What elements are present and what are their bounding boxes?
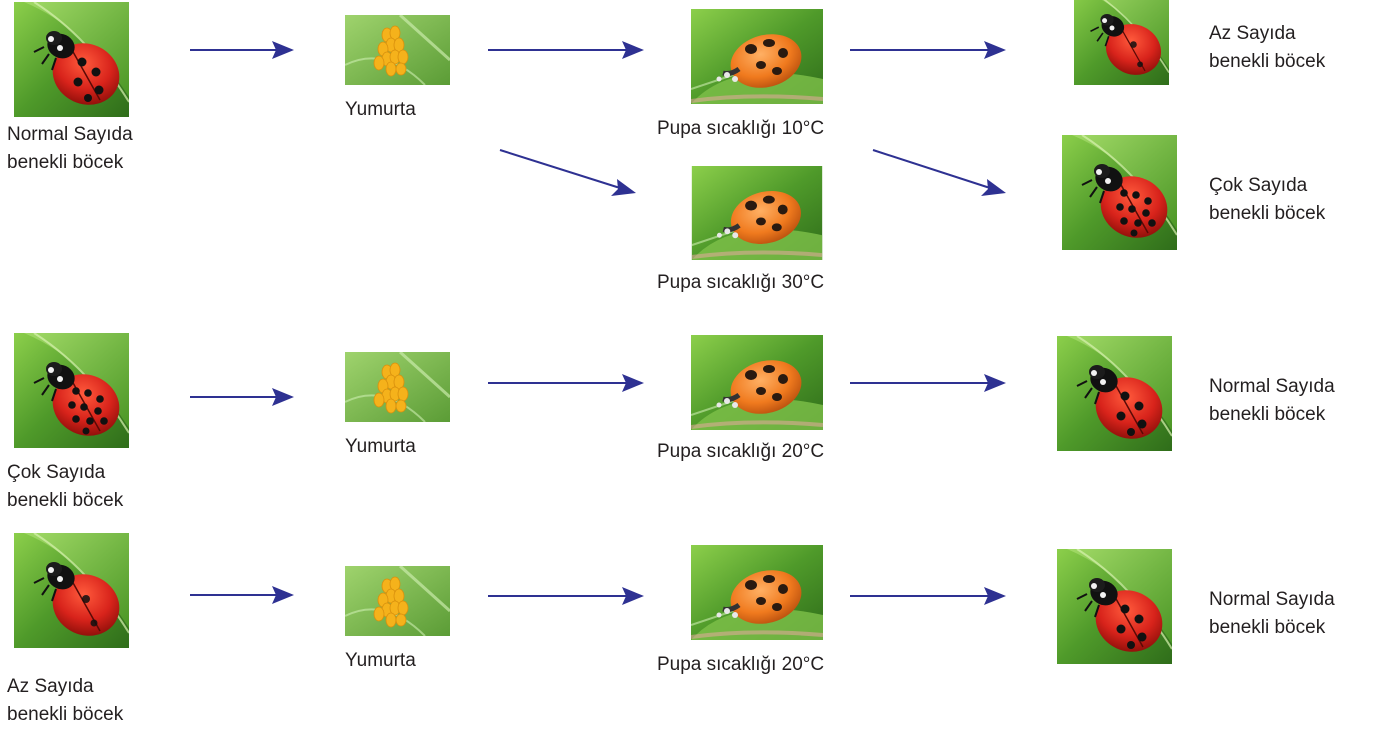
arrow-pupa-10c-to-few-spots	[850, 41, 1006, 59]
offspring-few-spots-label: Az Sayıda benekli böcek	[1209, 20, 1325, 76]
arrow-pupa-to-offspring-row3	[850, 587, 1006, 605]
arrow-egg-to-pupa-row2	[488, 374, 644, 392]
pupa-10c-image	[691, 9, 823, 104]
parent-ladybug-few-spots-image	[14, 533, 129, 648]
offspring-normal-spots-image	[1057, 336, 1172, 451]
pupa-30c-label: Pupa sıcaklığı 30°C	[657, 272, 825, 293]
pupa-10c-label: Pupa sıcaklığı 10°C	[657, 118, 825, 139]
pupa-20c-label: Pupa sıcaklığı 20°C	[657, 654, 825, 675]
pupa-30c-image	[691, 166, 823, 260]
ladybug-normal-spots-icon	[14, 2, 129, 117]
parent-label-line2: benekli böcek	[7, 704, 124, 725]
egg-label: Yumurta	[345, 99, 416, 120]
pupa-20c-image	[691, 545, 823, 640]
arrow-parent-to-egg-row1	[190, 41, 294, 59]
egg-cluster-icon	[345, 15, 450, 85]
ladybug-many-spots-icon	[1062, 135, 1177, 250]
offspring-label-line2: benekli böcek	[1209, 203, 1326, 224]
parent-ladybug-many-spots-image	[14, 333, 129, 448]
arrow-egg-to-pupa-30c	[499, 149, 636, 196]
offspring-label-line1: Çok Sayıda	[1209, 175, 1308, 196]
ladybug-normal-spots-icon	[1057, 549, 1172, 664]
arrow-pupa-to-offspring-row2	[850, 374, 1006, 392]
offspring-many-spots-label: Çok Sayıda benekli böcek	[1209, 172, 1325, 228]
parent-label-line1: Normal Sayıda	[7, 124, 133, 145]
parent-ladybug-normal-spots-image	[14, 2, 129, 117]
parent-label: Çok Sayıda benekli böcek	[7, 459, 123, 515]
arrow-pupa-30c-to-many-spots	[872, 149, 1006, 196]
parent-label-line2: benekli böcek	[7, 152, 124, 173]
pupa-icon	[691, 9, 823, 104]
pupa-20c-label: Pupa sıcaklığı 20°C	[657, 441, 825, 462]
pupa-icon	[691, 166, 823, 260]
ladybug-few-spots-icon	[1064, 0, 1179, 95]
offspring-label-line2: benekli böcek	[1209, 51, 1326, 72]
pupa-icon	[691, 545, 823, 640]
egg-label: Yumurta	[345, 650, 416, 671]
parent-label: Az Sayıda benekli böcek	[7, 673, 123, 729]
parent-label: Normal Sayıda benekli böcek	[7, 121, 133, 177]
offspring-normal-spots-label: Normal Sayıda benekli böcek	[1209, 373, 1335, 429]
offspring-label-line2: benekli böcek	[1209, 404, 1326, 425]
ladybug-few-spots-icon	[14, 533, 129, 648]
offspring-label-line1: Az Sayıda	[1209, 23, 1296, 44]
offspring-normal-spots-label: Normal Sayıda benekli böcek	[1209, 586, 1335, 642]
offspring-label-line1: Normal Sayıda	[1209, 589, 1335, 610]
arrow-egg-to-pupa-10c	[488, 41, 644, 59]
offspring-few-spots-image	[1064, 0, 1179, 95]
egg-image	[345, 566, 450, 636]
egg-image	[345, 15, 450, 85]
egg-image	[345, 352, 450, 422]
pupa-icon	[691, 335, 823, 430]
offspring-normal-spots-image	[1057, 549, 1172, 664]
pupa-20c-image	[691, 335, 823, 430]
offspring-label-line2: benekli böcek	[1209, 617, 1326, 638]
arrow-parent-to-egg-row2	[190, 388, 294, 406]
ladybug-many-spots-icon	[14, 333, 129, 448]
parent-label-line1: Çok Sayıda	[7, 462, 106, 483]
ladybug-normal-spots-icon	[1057, 336, 1172, 451]
parent-label-line1: Az Sayıda	[7, 676, 94, 697]
egg-cluster-icon	[345, 352, 450, 422]
egg-label: Yumurta	[345, 436, 416, 457]
parent-label-line2: benekli böcek	[7, 490, 124, 511]
arrow-egg-to-pupa-row3	[488, 587, 644, 605]
offspring-label-line1: Normal Sayıda	[1209, 376, 1335, 397]
arrow-parent-to-egg-row3	[190, 586, 294, 604]
egg-cluster-icon	[345, 566, 450, 636]
offspring-many-spots-image	[1062, 135, 1177, 250]
